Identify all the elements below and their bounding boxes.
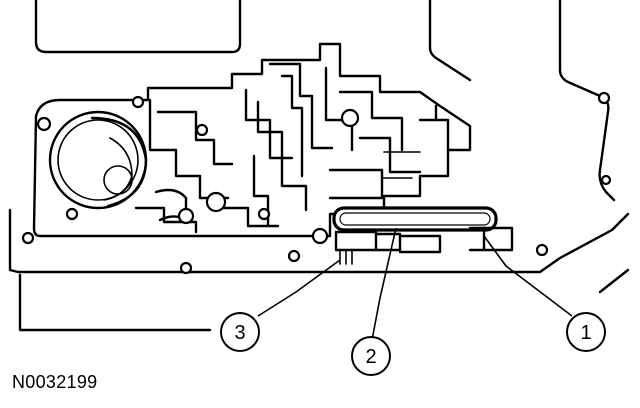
lower-assembly	[334, 226, 514, 265]
leader-line-1	[483, 235, 573, 317]
leader-line-3	[257, 259, 341, 317]
figure-id: N0032199	[12, 372, 98, 392]
callout-2: 2	[351, 336, 391, 376]
callout-3: 3	[220, 312, 260, 352]
alignment-tool	[332, 206, 498, 232]
callout-number: 1	[580, 322, 591, 344]
callout-1: 1	[566, 312, 606, 352]
bolt-holes	[21, 91, 612, 275]
leader-lines	[257, 227, 573, 341]
valve-body-plate	[32, 42, 472, 238]
callout-number: 3	[234, 322, 245, 344]
callout-number: 2	[365, 346, 376, 368]
leader-line-2	[371, 227, 397, 341]
